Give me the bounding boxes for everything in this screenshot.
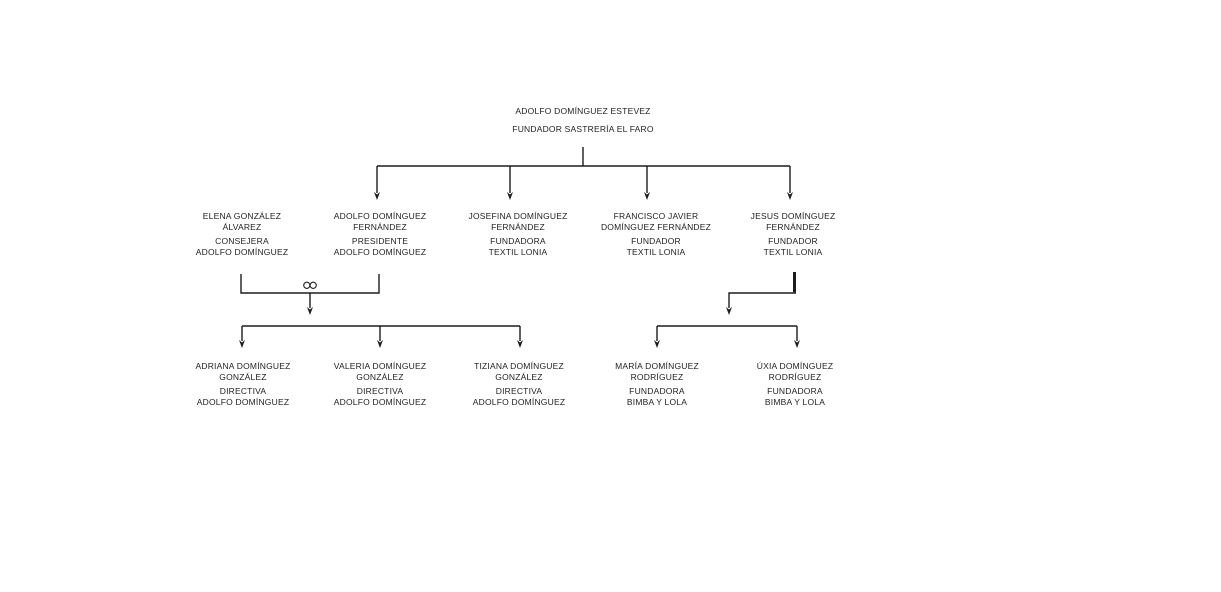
person-name: MARÍA DOMÍNGUEZ (615, 361, 699, 371)
person-name: GONZÁLEZ (356, 372, 404, 382)
person-role: DIRECTIVA (356, 386, 404, 396)
marriage-bracket-line (240, 274, 380, 294)
person-name: VALERIA DOMÍNGUEZ (333, 361, 427, 371)
person-node-elena-gonzalez: ELENA GONZÁLEZ ÁLVAREZ CONSEJERA ADOLFO … (167, 211, 317, 258)
person-name: GONZÁLEZ (495, 372, 543, 382)
person-role: DIRECTIVA (219, 386, 267, 396)
person-name: FERNÁNDEZ (353, 222, 407, 232)
person-role: FUNDADORA (629, 386, 685, 396)
person-node-jesus-dominguez: JESUS DOMÍNGUEZ FERNÁNDEZ FUNDADOR TEXTI… (718, 211, 868, 258)
person-name: JOSEFINA DOMÍNGUEZ (468, 211, 568, 221)
person-role: TEXTIL LONIA (626, 247, 686, 257)
person-role: BIMBA Y LOLA (764, 397, 826, 407)
person-role: ADOLFO DOMÍNGUEZ (333, 247, 427, 257)
marriage-rings-icon (303, 281, 317, 289)
person-node-adolfo-estevez: ADOLFO DOMÍNGUEZ ESTEVEZ FUNDADOR SASTRE… (508, 106, 658, 135)
person-node-tiziana-dominguez: TIZIANA DOMÍNGUEZ GONZÁLEZ DIRECTIVA ADO… (444, 361, 594, 408)
person-name: DOMÍNGUEZ FERNÁNDEZ (600, 222, 712, 232)
person-node-uxia-dominguez: ÚXIA DOMÍNGUEZ RODRÍGUEZ FUNDADORA BIMBA… (720, 361, 870, 408)
person-node-francisco-javier-dominguez: FRANCISCO JAVIER DOMÍNGUEZ FERNÁNDEZ FUN… (581, 211, 731, 258)
person-name: ADOLFO DOMÍNGUEZ ESTEVEZ (515, 106, 651, 116)
person-node-adriana-dominguez: ADRIANA DOMÍNGUEZ GONZÁLEZ DIRECTIVA ADO… (168, 361, 318, 408)
person-role: ADOLFO DOMÍNGUEZ (195, 247, 289, 257)
person-node-valeria-dominguez: VALERIA DOMÍNGUEZ GONZÁLEZ DIRECTIVA ADO… (305, 361, 455, 408)
person-role: ADOLFO DOMÍNGUEZ (196, 397, 290, 407)
person-node-adolfo-fernandez: ADOLFO DOMÍNGUEZ FERNÁNDEZ PRESIDENTE AD… (305, 211, 455, 258)
person-role: FUNDADORA (490, 236, 546, 246)
person-name: JESUS DOMÍNGUEZ (750, 211, 836, 221)
person-name: ADRIANA DOMÍNGUEZ (195, 361, 291, 371)
person-name: ADOLFO DOMÍNGUEZ (333, 211, 427, 221)
person-name: FRANCISCO JAVIER (613, 211, 699, 221)
person-role: FUNDADOR (631, 236, 681, 246)
person-role: BIMBA Y LOLA (626, 397, 688, 407)
person-role: CONSEJERA (215, 236, 269, 246)
person-node-josefina-dominguez: JOSEFINA DOMÍNGUEZ FERNÁNDEZ FUNDADORA T… (443, 211, 593, 258)
person-name: ÁLVAREZ (222, 222, 262, 232)
person-node-maria-dominguez: MARÍA DOMÍNGUEZ RODRÍGUEZ FUNDADORA BIMB… (582, 361, 732, 408)
person-name: RODRÍGUEZ (768, 372, 822, 382)
person-role: TEXTIL LONIA (488, 247, 548, 257)
jesus-elbow-line (728, 292, 796, 308)
person-name: TIZIANA DOMÍNGUEZ (474, 361, 564, 371)
person-role: FUNDADORA (767, 386, 823, 396)
person-role: PRESIDENTE (351, 236, 409, 246)
person-name: ÚXIA DOMÍNGUEZ (756, 361, 834, 371)
person-name: ELENA GONZÁLEZ (202, 211, 282, 221)
person-role: ADOLFO DOMÍNGUEZ (472, 397, 566, 407)
person-name: RODRÍGUEZ (630, 372, 684, 382)
person-name: GONZÁLEZ (219, 372, 267, 382)
person-role: FUNDADOR SASTRERÍA EL FARO (512, 124, 654, 134)
person-name: FERNÁNDEZ (491, 222, 545, 232)
person-role: TEXTIL LONIA (763, 247, 823, 257)
person-role: FUNDADOR (768, 236, 818, 246)
person-name: FERNÁNDEZ (766, 222, 820, 232)
person-role: ADOLFO DOMÍNGUEZ (333, 397, 427, 407)
person-role: DIRECTIVA (495, 386, 543, 396)
